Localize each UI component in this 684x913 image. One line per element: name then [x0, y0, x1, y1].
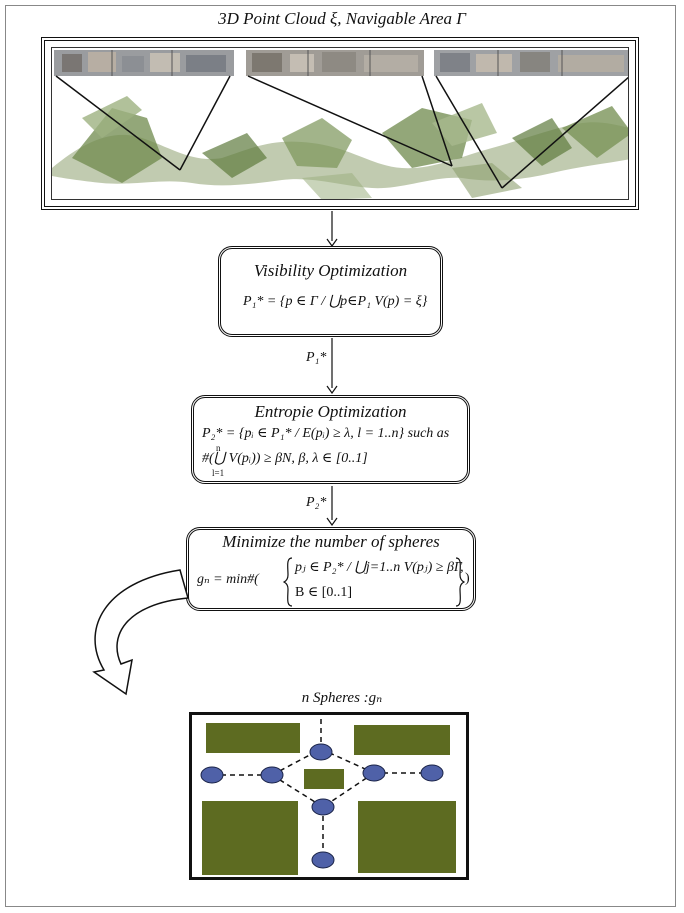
spheres-map: [189, 712, 469, 880]
sphere-icon: [311, 851, 335, 869]
minimize-formula-line1: pⱼ ∈ P₂* / ⋃j=1..n V(pⱼ) ≥ βΓ,: [295, 560, 464, 575]
building-blocks: [202, 723, 456, 875]
arrow-label-p2: P₂*: [306, 495, 327, 510]
minimize-formula-line2: B ∈ [0..1]: [295, 585, 353, 600]
visibility-optimization-box: Visibility Optimization P₁* = {p ∈ Γ / ⋃…: [218, 246, 443, 337]
visibility-formula: P₁* = {p ∈ Γ / ⋃p∈P₁ V(p) = ξ}: [243, 294, 428, 309]
spheres-layout: [200, 719, 456, 875]
point-cloud-mass: [52, 96, 628, 199]
left-brace: [283, 557, 293, 607]
point-cloud-title: 3D Point Cloud ξ, Navigable Area Γ: [218, 9, 466, 28]
entropie-optimization-title: Entropie Optimization: [254, 402, 407, 421]
arrow-label-p1: P₁*: [306, 350, 327, 365]
sphere-icon: [311, 798, 335, 816]
sphere-icon: [420, 764, 444, 782]
sphere-icon: [200, 766, 224, 784]
figure-frame: [5, 5, 676, 907]
minimize-formula-lhs: gₙ = min#(: [197, 572, 259, 587]
building-block: [202, 801, 298, 875]
sphere-markers: [200, 743, 444, 869]
point-cloud-illustration: [52, 50, 628, 199]
camera-projection-lines: [55, 75, 628, 189]
minimize-formula-close: ): [465, 571, 470, 586]
entropie-formula-line1: P₂* = {pᵢ ∈ P₁* / E(pᵢ) ≥ λ, l = 1..n} s…: [202, 426, 450, 441]
building-block: [354, 725, 450, 755]
building-block: [358, 801, 456, 873]
union-lower-index: l=1: [212, 468, 225, 478]
entropie-formula-line2: #(⋃ V(pᵢ)) ≥ βN, β, λ ∈ [0..1]: [202, 451, 368, 466]
sphere-icon: [309, 743, 333, 761]
minimize-spheres-title: Minimize the number of spheres: [222, 532, 440, 551]
visibility-optimization-title: Visibility Optimization: [253, 261, 408, 280]
sphere-icon: [260, 766, 284, 784]
right-brace: [455, 557, 465, 607]
point-cloud-image: [51, 47, 629, 200]
union-upper-index: n: [216, 443, 221, 453]
curved-arrow: [92, 569, 189, 696]
point-cloud-panel: [41, 37, 639, 210]
building-block: [304, 769, 344, 789]
sphere-icon: [362, 764, 386, 782]
arrow-down-1: [326, 211, 338, 247]
arrow-down-2: [326, 338, 338, 394]
minimize-spheres-box: Minimize the number of spheres gₙ = min#…: [186, 527, 476, 611]
arrow-down-3: [326, 486, 338, 526]
building-block: [206, 723, 300, 753]
entropie-optimization-box: Entropie Optimization P₂* = {pᵢ ∈ P₁* / …: [191, 395, 470, 484]
n-spheres-title: n Spheres :gₙ: [301, 690, 383, 706]
